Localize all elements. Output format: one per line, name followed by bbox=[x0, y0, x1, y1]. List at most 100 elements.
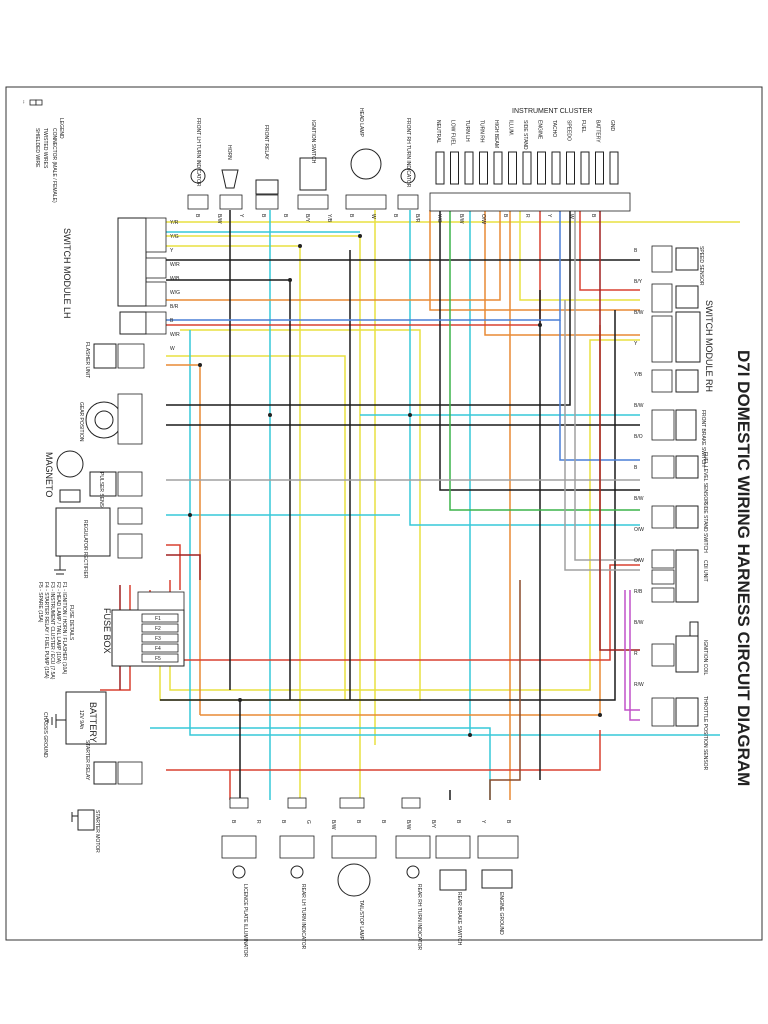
wire-code-lh: W/R bbox=[170, 332, 180, 338]
fuse-cell: F3 bbox=[141, 633, 179, 643]
rear-brake-switch: REAR BRAKE SWITCH bbox=[435, 835, 471, 946]
wire-harness bbox=[100, 205, 740, 800]
wire-code-rear: G bbox=[305, 820, 311, 824]
wire-code-rear: B bbox=[455, 820, 461, 824]
rear-connectors bbox=[229, 797, 421, 809]
rear-brake-label: REAR BRAKE SWITCH bbox=[456, 892, 462, 946]
switch-module-lh-label: SWITCH MODULE LH bbox=[62, 228, 72, 319]
wire-code-top: W bbox=[568, 214, 574, 219]
cluster-item: LOW FUEL bbox=[450, 120, 459, 185]
cluster-item: HIGH BEAM bbox=[493, 120, 503, 185]
cluster-item-label: BATTERY bbox=[595, 120, 601, 143]
cluster-item: FUEL bbox=[580, 120, 590, 185]
wire-code-lh: W bbox=[170, 346, 175, 352]
instrument-cluster: INSTRUMENT CLUSTER NEUTRAL LOW FUEL TURN L… bbox=[429, 108, 631, 212]
starter-motor-label: STARTER MOTOR bbox=[94, 810, 100, 853]
wire-code-rear: B bbox=[280, 820, 286, 824]
fuel-level-sensor: FUEL LEVEL SENSOR bbox=[651, 452, 708, 504]
diagram-frame bbox=[5, 86, 763, 941]
wire-code-rh: B/W bbox=[634, 310, 644, 316]
wire-code-rh: Y bbox=[634, 341, 638, 347]
fuse-cell-label: F4 bbox=[155, 646, 161, 652]
wire-code-rh: B bbox=[634, 465, 638, 471]
instrument-cluster-title: INSTRUMENT CLUSTER bbox=[512, 108, 592, 115]
wire-code-lh: B/R bbox=[170, 304, 179, 310]
cluster-item-label: LOW FUEL bbox=[450, 120, 456, 146]
battery-sub-label: 12V 9Ah bbox=[78, 710, 84, 729]
gear-position-label: GEAR POSITION bbox=[78, 402, 84, 442]
head-lamp-label: HEAD LAMP bbox=[358, 108, 364, 138]
fuse-detail-3: F3 - INSTRUMENT CLUSTER / ECU (7.5A) bbox=[49, 582, 55, 680]
junction-dots bbox=[188, 234, 602, 737]
wire-code-rh: O/W bbox=[634, 558, 644, 564]
wire-code-top: B bbox=[348, 214, 354, 218]
throttle-position-sensor: THROTTLE POSITION SENSOR bbox=[651, 696, 708, 771]
engine-ground-label: ENGINE GROUND bbox=[498, 892, 504, 935]
fuse-detail-1: F1 - IGNITION / HORN / FLASHER (10A) bbox=[61, 582, 67, 675]
wire-code-lh: W/R bbox=[170, 262, 180, 268]
wire-code-rear: B bbox=[505, 820, 511, 824]
pulser-sensor: PULSER SENSOR bbox=[89, 471, 143, 515]
wire-code-top: B bbox=[282, 214, 288, 218]
wire-code-rear: B bbox=[230, 820, 236, 824]
ignition-coil: IGNITION COIL bbox=[651, 621, 708, 676]
cluster-item-label: ENGINE bbox=[537, 120, 543, 140]
fuse-cell: F1 bbox=[141, 613, 179, 623]
front-brake-switch: FRONT BRAKE SWITCH bbox=[651, 409, 706, 467]
horn-label: HORN bbox=[226, 145, 232, 160]
flasher-unit: FLASHER UNIT bbox=[84, 342, 145, 378]
cluster-item-label: TACHO bbox=[551, 120, 557, 137]
wire-code-top: R bbox=[524, 214, 530, 218]
wire-code-rh: B/W bbox=[634, 496, 644, 502]
speed-sensor-label: SPEED SENSOR bbox=[698, 246, 704, 286]
fuse-cell: F4 bbox=[141, 643, 179, 653]
wire-code-rear: B bbox=[380, 820, 386, 824]
switch-module-rh-label: SWITCH MODULE RH bbox=[704, 300, 714, 392]
wire-code-lh: B bbox=[170, 318, 174, 324]
cluster-item: ILLUM. bbox=[508, 120, 517, 185]
starter-relay-label: STARTER RELAY bbox=[84, 740, 90, 781]
fuse-cell: F2 bbox=[141, 623, 179, 633]
wire-code-lh: W/B bbox=[170, 276, 180, 282]
wire-code-lh: W/G bbox=[170, 290, 180, 296]
front-brake-label: FRONT BRAKE SWITCH bbox=[700, 410, 706, 467]
cluster-item-label: NEUTRAL bbox=[435, 120, 441, 144]
wire-code-rear: Y bbox=[480, 820, 486, 824]
speed-sensor: SPEED SENSOR bbox=[651, 245, 704, 286]
fuse-detail-2: F2 - HEAD LAMP / TAIL LAMP (10A) bbox=[55, 582, 61, 664]
wire-code-top: Y/G bbox=[436, 214, 442, 223]
wire-code-rear: B bbox=[355, 820, 361, 824]
cluster-item: NEUTRAL bbox=[435, 120, 445, 185]
fuse-cell: F5 bbox=[141, 653, 179, 663]
side-stand-label: SIDE STAND SWITCH bbox=[702, 502, 708, 553]
cluster-item-label: SPEEDO bbox=[566, 120, 572, 141]
wire-code-rear: B/W bbox=[330, 820, 336, 830]
magneto: MAGNETO bbox=[44, 450, 84, 503]
rear-rh-turn-label: REAR RH TURN INDICATOR bbox=[416, 884, 422, 951]
battery-label: BATTERY bbox=[88, 702, 98, 743]
diagram-title: D7I DOMESTIC WIRING HARNESS CIRCUIT DIAG… bbox=[734, 350, 753, 786]
cluster-item: GND bbox=[609, 120, 619, 185]
cluster-item-label: GND bbox=[609, 120, 615, 132]
wire-code-rh: R bbox=[634, 651, 638, 657]
cluster-item-label: TURN RH bbox=[479, 120, 485, 143]
cluster-item-label: HIGH BEAM bbox=[493, 120, 499, 148]
gear-position-sensor: GEAR POSITION bbox=[78, 393, 143, 445]
front-relay-label: FRONT RELAY bbox=[263, 125, 269, 160]
licence-plate-illuminator: LICENCE PLATE ILLUMINATOR bbox=[221, 835, 257, 957]
legend: ◦◦ LEGEND CONNECTOR (MALE / FEMALE) TWIS… bbox=[20, 99, 64, 203]
ignition-switch-label: IGNITION SWITCH bbox=[310, 120, 316, 164]
fuse-detail-5: F5 - SPARE (15A) bbox=[37, 582, 43, 623]
wire-code-rh: B/W bbox=[634, 620, 644, 626]
starter-relay: STARTER RELAY bbox=[84, 740, 143, 785]
rear-rh-turn-indicator: REAR RH TURN INDICATOR bbox=[395, 835, 431, 951]
fuse-details: FUSE DETAILS F1 - IGNITION / HORN / FLAS… bbox=[37, 582, 74, 680]
cluster-item: SPEEDO bbox=[566, 120, 575, 185]
front-rh-turn-indicator: FRONT RH TURN INDICATOR bbox=[397, 118, 419, 210]
cluster-item-label: TURN LH bbox=[464, 120, 470, 142]
wire-code-top: B bbox=[392, 214, 398, 218]
legend-title: LEGEND bbox=[58, 118, 64, 139]
wire-code-top: Y bbox=[238, 214, 244, 218]
